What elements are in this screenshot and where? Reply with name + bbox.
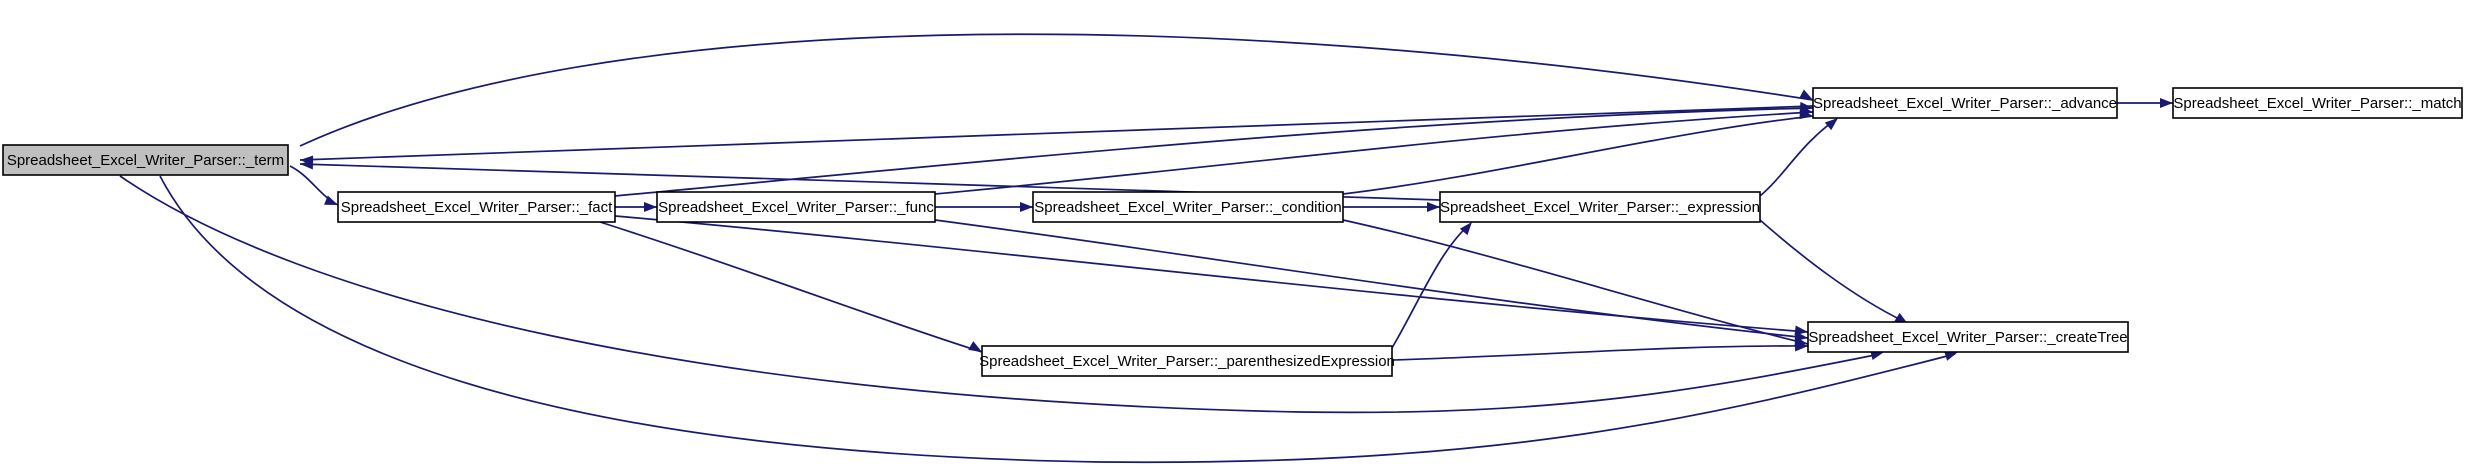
edge-fact-to-func (615, 202, 657, 212)
node-advance[interactable]: Spreadsheet_Excel_Writer_Parser::_advanc… (1812, 87, 2118, 119)
edge-path (299, 105, 1814, 161)
edge-func-to-createTree (934, 219, 1809, 342)
edge-advance-to-match (2117, 98, 2173, 108)
node-label: Spreadsheet_Excel_Writer_Parser::_match (2173, 95, 2461, 112)
edge-term-to-fact (289, 165, 339, 206)
node-func[interactable]: Spreadsheet_Excel_Writer_Parser::_func (656, 191, 936, 223)
arrowhead-icon (324, 195, 338, 205)
edge-condition-to-advance (1342, 109, 1814, 195)
node-box[interactable] (656, 191, 936, 223)
edge-path (934, 219, 1809, 339)
arrowhead-icon (1459, 222, 1472, 236)
node-label: Spreadsheet_Excel_Writer_Parser::_func (658, 199, 934, 216)
edge-fact-to-createTree (614, 215, 1809, 336)
node-label: Spreadsheet_Excel_Writer_Parser::_parent… (979, 353, 1395, 370)
node-box[interactable] (1812, 87, 2118, 119)
arrowhead-icon (1944, 351, 1958, 361)
arrowhead-icon (1427, 202, 1440, 212)
node-label: Spreadsheet_Excel_Writer_Parser::_create… (1808, 329, 2127, 346)
node-expression[interactable]: Spreadsheet_Excel_Writer_Parser::_expres… (1439, 191, 1761, 223)
node-box[interactable] (2, 144, 289, 176)
edge-func-to-advance (934, 105, 1814, 195)
edge-path (1342, 115, 1814, 195)
arrowhead-icon (1020, 202, 1033, 212)
edge-expression-to-createTree (1759, 219, 1908, 324)
edge-term-to-createTree (159, 175, 1958, 464)
edge-layer (119, 33, 2173, 464)
edge-parenExpr-to-createTree (1391, 341, 1809, 361)
edge-term-to-advance (299, 33, 1814, 147)
edge-path (119, 175, 1881, 414)
node-label: Spreadsheet_Excel_Writer_Parser::_term (7, 152, 284, 169)
node-box[interactable] (1439, 191, 1761, 223)
edge-path (1759, 219, 1906, 323)
node-term[interactable]: Spreadsheet_Excel_Writer_Parser::_term (2, 144, 289, 176)
node-label: Spreadsheet_Excel_Writer_Parser::_advanc… (1813, 95, 2117, 112)
edge-path (1391, 345, 1809, 361)
edge-parenExpr-to-expression (1391, 222, 1472, 349)
node-match[interactable]: Spreadsheet_Excel_Writer_Parser::_match (2172, 87, 2463, 119)
edge-condition-to-expression (1343, 202, 1440, 212)
node-box[interactable] (337, 191, 616, 223)
edge-path (1759, 119, 1836, 197)
arrowhead-icon (1824, 118, 1838, 131)
arrowhead-icon (644, 202, 657, 212)
edge-path (159, 175, 1956, 464)
node-fact[interactable]: Spreadsheet_Excel_Writer_Parser::_fact (337, 191, 616, 223)
edge-path (599, 221, 983, 353)
edge-fact-to-parenExpr (599, 221, 983, 353)
edge-path (1342, 219, 1809, 345)
arrowhead-icon (1799, 89, 1813, 100)
node-parenExpr[interactable]: Spreadsheet_Excel_Writer_Parser::_parent… (979, 345, 1395, 377)
edge-expression-to-advance (1759, 118, 1838, 197)
node-box[interactable] (981, 345, 1393, 377)
node-box[interactable] (1807, 321, 2129, 353)
arrowhead-icon (968, 341, 982, 352)
edge-path (934, 111, 1814, 195)
edge-path (614, 215, 1809, 333)
arrowhead-icon (1794, 341, 1808, 352)
edge-fact-to-advance (614, 101, 1814, 197)
arrowhead-icon (300, 159, 314, 170)
node-box[interactable] (2172, 87, 2463, 119)
edge-path (614, 107, 1814, 197)
edge-path (299, 33, 1814, 147)
edge-path (1391, 223, 1471, 349)
node-layer: Spreadsheet_Excel_Writer_Parser::_termSp… (2, 87, 2463, 377)
node-label: Spreadsheet_Excel_Writer_Parser::_condit… (1034, 199, 1341, 216)
edge-func-to-condition (935, 202, 1033, 212)
node-createTree[interactable]: Spreadsheet_Excel_Writer_Parser::_create… (1807, 321, 2129, 353)
node-box[interactable] (1032, 191, 1344, 223)
node-condition[interactable]: Spreadsheet_Excel_Writer_Parser::_condit… (1032, 191, 1344, 223)
arrowhead-icon (2160, 98, 2173, 108)
arrowhead-icon (1799, 109, 1813, 120)
node-label: Spreadsheet_Excel_Writer_Parser::_fact (341, 199, 613, 216)
node-label: Spreadsheet_Excel_Writer_Parser::_expres… (1440, 199, 1760, 216)
edge-advance-to-term (299, 105, 1814, 166)
